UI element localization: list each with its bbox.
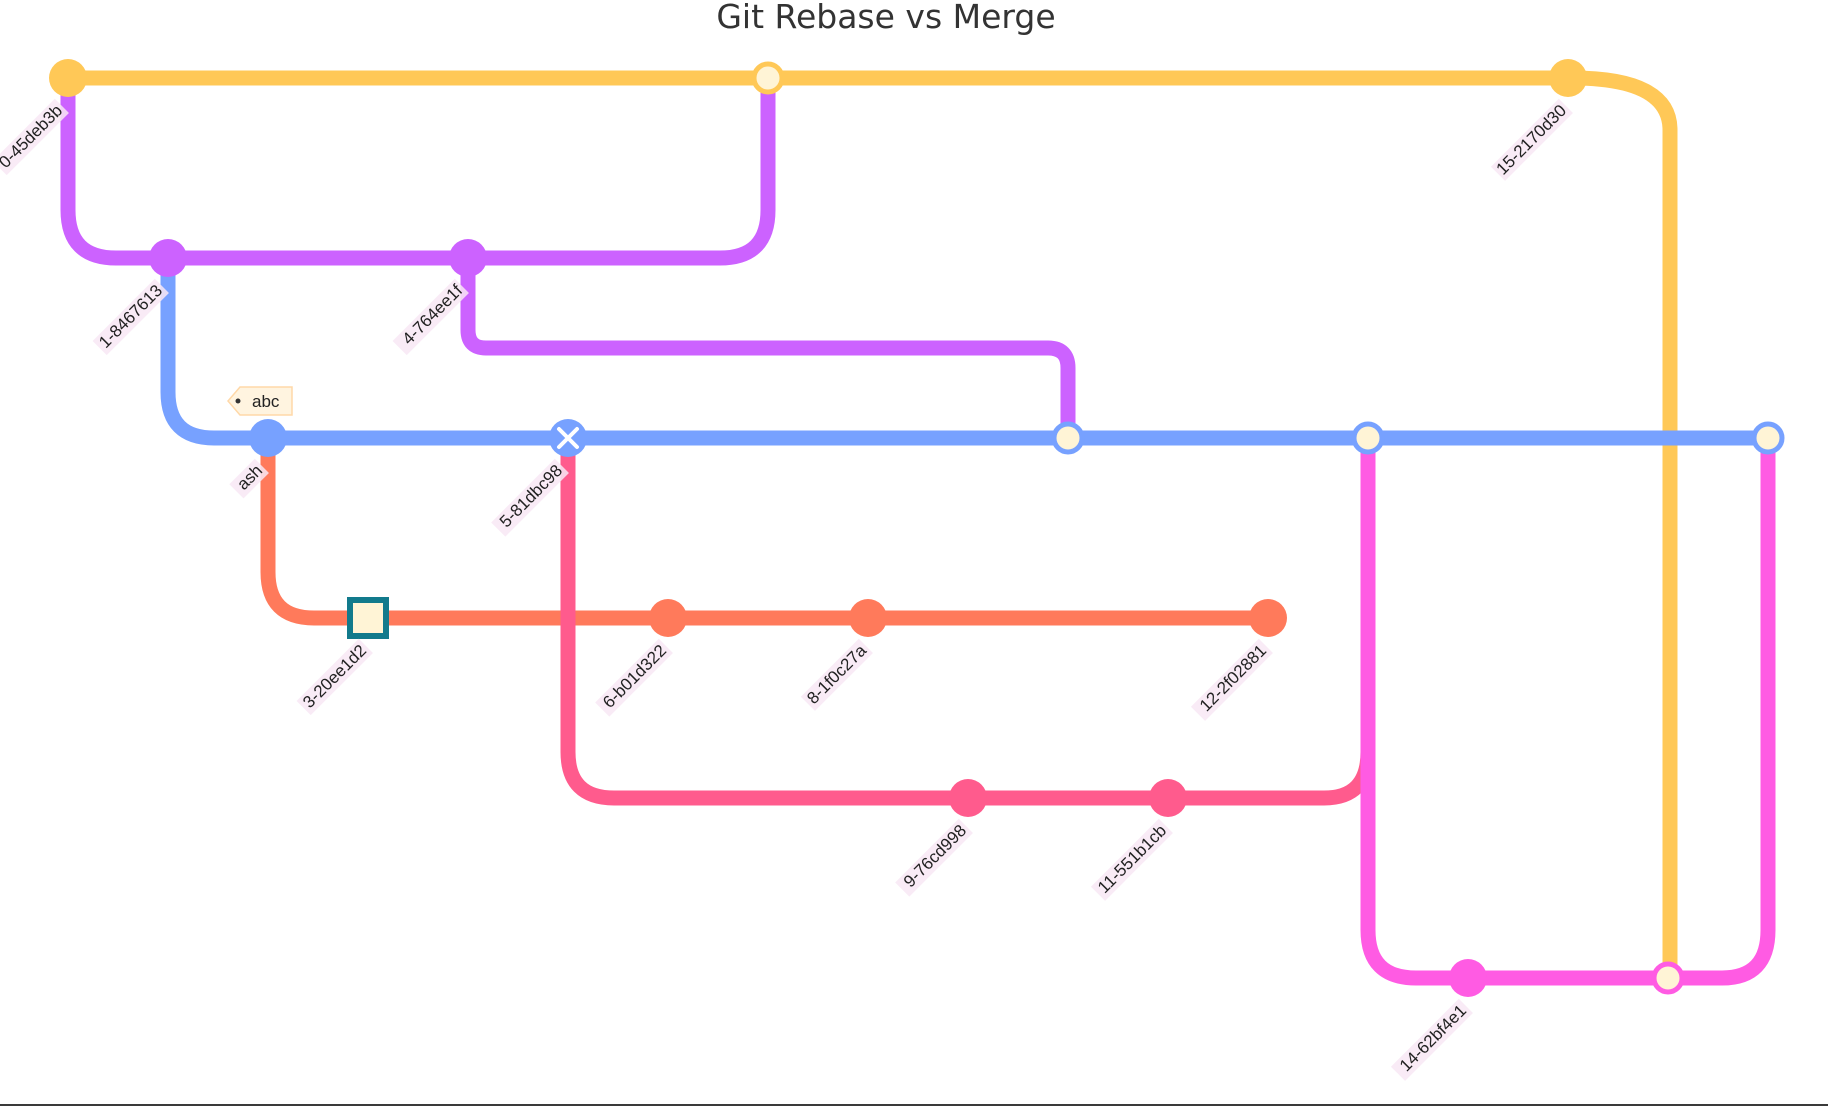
merge-node-blue-2[interactable] — [1351, 421, 1385, 455]
commit-label-ash: ash — [229, 458, 269, 499]
commit-label-8-1f0c27a: 8-1f0c27a — [800, 638, 873, 711]
commit-label-3-20ee1d2: 3-20ee1d2 — [296, 638, 373, 716]
reverse-cross-icon — [557, 427, 579, 449]
merge-node-magenta[interactable] — [1651, 961, 1685, 995]
commit-label-bg — [0, 98, 69, 176]
branch-line-blue — [160, 250, 1776, 446]
commit-label-bg — [491, 458, 569, 537]
svg-text:9-76cd998: 9-76cd998 — [900, 821, 970, 891]
merge-node-blue-1[interactable] — [1051, 421, 1085, 455]
commit-label-5-81dbc98: 5-81dbc98 — [491, 458, 569, 537]
commit-node-1-8467613[interactable] — [149, 239, 187, 277]
commit-label-9-76cd998: 9-76cd998 — [895, 818, 973, 897]
branch-line-magenta — [1360, 430, 1776, 986]
commit-label-bg — [229, 458, 269, 499]
diagram-title: Git Rebase vs Merge — [716, 0, 1055, 36]
tag-shape — [227, 386, 293, 416]
commit-label-bg — [1190, 638, 1273, 721]
merge-node-blue-3[interactable] — [1751, 421, 1785, 455]
commit-node-4-764ee1f[interactable] — [449, 239, 487, 277]
bottom-border — [0, 1104, 1828, 1106]
commit-label-bg — [895, 818, 973, 897]
svg-text:14-62bf4e1: 14-62bf4e1 — [1396, 1001, 1470, 1075]
commit-node-15-2170d30[interactable] — [1549, 59, 1587, 97]
svg-text:3-20ee1d2: 3-20ee1d2 — [299, 641, 370, 712]
svg-text:12-2f02881: 12-2f02881 — [1196, 641, 1270, 715]
commit-label-15-2170d30: 15-2170d30 — [1490, 98, 1573, 181]
svg-text:0-45deb3b: 0-45deb3b — [0, 101, 66, 172]
commit-node-12-2f02881[interactable] — [1249, 599, 1287, 637]
commit-node-6-b01d322[interactable] — [649, 599, 687, 637]
branch-line-purple-to-blue — [460, 250, 1076, 446]
svg-text:5-81dbc98: 5-81dbc98 — [496, 461, 566, 531]
commit-node-5-81dbc98[interactable] — [549, 419, 587, 457]
commit-labels: 0-45deb3b 1-8467613 ash 3-20ee1d2 4-764e… — [0, 98, 1573, 1081]
commit-label-bg — [296, 638, 373, 716]
svg-text:6-b01d322: 6-b01d322 — [599, 641, 670, 712]
commit-label-bg — [800, 638, 873, 711]
svg-text:11-551b1cb: 11-551b1cb — [1094, 821, 1170, 897]
commit-nodes — [49, 59, 1785, 997]
commit-label-bg — [1090, 818, 1173, 901]
svg-text:8-1f0c27a: 8-1f0c27a — [803, 641, 870, 708]
commit-node-11-551b1cb[interactable] — [1149, 779, 1187, 817]
commit-label-bg — [92, 278, 169, 356]
commit-label-12-2f02881: 12-2f02881 — [1190, 638, 1273, 721]
commit-node-0-45deb3b[interactable] — [49, 59, 87, 97]
commit-node-14-62bf4e1[interactable] — [1449, 959, 1487, 997]
commit-node-9-76cd998[interactable] — [949, 779, 987, 817]
tag-hole-icon — [235, 398, 241, 404]
svg-text:4-764ee1f: 4-764ee1f — [399, 281, 467, 349]
commit-label-14-62bf4e1: 14-62bf4e1 — [1390, 998, 1473, 1081]
commit-node-8-1f0c27a[interactable] — [849, 599, 887, 637]
branch-line-orange — [260, 430, 1276, 626]
tag-label: abc — [252, 392, 280, 411]
commit-node-ash[interactable] — [249, 419, 287, 457]
commit-label-bg — [392, 278, 469, 356]
commit-label-4-764ee1f: 4-764ee1f — [392, 278, 469, 356]
commit-label-6-b01d322: 6-b01d322 — [595, 638, 673, 717]
commit-label-11-551b1cb: 11-551b1cb — [1090, 818, 1173, 901]
branch-line-purple — [60, 70, 776, 266]
svg-text:1-8467613: 1-8467613 — [95, 281, 166, 352]
merge-node-main[interactable] — [751, 61, 785, 95]
commit-label-bg — [1390, 998, 1473, 1081]
commit-label-bg — [1490, 98, 1573, 181]
branch-lines — [60, 70, 1776, 986]
commit-label-1-8467613: 1-8467613 — [92, 278, 169, 356]
svg-text:15-2170d30: 15-2170d30 — [1493, 101, 1571, 179]
commit-label-bg — [595, 638, 673, 717]
branch-line-main — [60, 70, 1678, 986]
tag-abc: abc — [227, 386, 293, 416]
commit-label-0-45deb3b: 0-45deb3b — [0, 98, 69, 176]
commit-node-3-20ee1d2[interactable] — [347, 597, 389, 639]
